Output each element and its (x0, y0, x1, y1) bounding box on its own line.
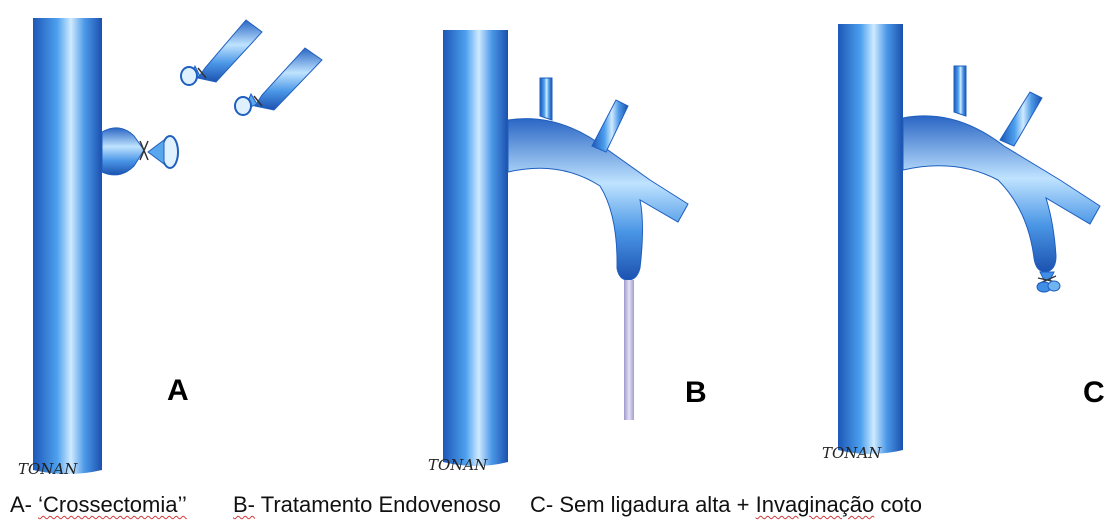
panel-letter-b: B (685, 376, 707, 409)
tributary-b2 (592, 100, 628, 152)
panel-a: A TONAN (18, 18, 322, 478)
caption-c: C- Sem ligadura alta + Invaginação coto (530, 492, 922, 518)
caption-c-suffix: coto (874, 492, 922, 517)
severed-segment-upper (181, 20, 262, 85)
tributary-c2 (1000, 92, 1042, 146)
femoral-vein-a (33, 18, 102, 474)
femoral-vein-b (443, 30, 508, 466)
caption-b: B- Tratamento Endovenoso (233, 492, 501, 518)
caption-c-term: Invaginação (756, 492, 875, 517)
invaginated-stump-c (1037, 272, 1060, 292)
panel-letter-c: C (1083, 376, 1105, 409)
artist-signature-c: TONAN (822, 444, 882, 462)
ligated-stump-a (102, 128, 144, 175)
caption-a-term: ‘Crossectomia’’ (38, 492, 187, 517)
caption-a-prefix: A- (10, 492, 38, 517)
caption-a: A- ‘Crossectomia’’ (10, 492, 187, 518)
caption-c-prefix: C- Sem ligadura alta + (530, 492, 756, 517)
severed-segment-lower (235, 48, 322, 115)
artist-signature-b: TONAN (428, 456, 488, 474)
panel-letter-a: A (167, 374, 189, 407)
caption-b-term: B- (233, 492, 255, 517)
tributary-b1 (540, 78, 552, 120)
femoral-vein-c (838, 24, 903, 454)
catheter-b (624, 280, 634, 420)
caption-b-suffix: Tratamento Endovenoso (255, 492, 501, 517)
panel-b: B TONAN (428, 30, 707, 474)
panel-c: C TONAN (822, 24, 1105, 462)
artist-signature-a: TONAN (18, 460, 78, 478)
tributary-c1 (954, 66, 966, 116)
